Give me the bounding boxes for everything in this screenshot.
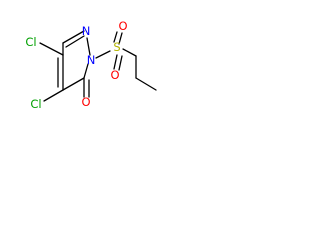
bond-c3-c4 xyxy=(62,77,85,91)
atom-cl-top: Cl xyxy=(25,35,36,49)
bond-s-o-bottom-double xyxy=(118,55,123,71)
bond-c5-cl xyxy=(39,42,64,56)
bond-c2-c3-propyl xyxy=(135,77,157,91)
molecule-structure: N N S O O O Cl Cl xyxy=(25,19,157,111)
atom-cl-bottom: Cl xyxy=(30,97,41,111)
atom-n1: N xyxy=(82,24,91,38)
bonds xyxy=(39,30,157,102)
bond-c6-n1 xyxy=(62,30,85,44)
atom-o-sulfonyl-bottom: O xyxy=(110,68,119,82)
bond-s-o-top xyxy=(113,31,118,43)
bond-s-c1 xyxy=(122,48,137,57)
atom-n2: N xyxy=(87,53,96,67)
bond-n1-n2 xyxy=(86,37,91,56)
atom-o-carbonyl: O xyxy=(81,95,90,109)
bond-s-o-bottom xyxy=(113,54,118,70)
bond-n2-c3 xyxy=(83,63,89,79)
bond-n2-s xyxy=(95,50,111,59)
atom-labels: N N S O O O Cl Cl xyxy=(25,19,127,111)
bond-c4-cl xyxy=(43,89,64,102)
atom-o-sulfonyl-top: O xyxy=(118,19,127,33)
bond-s-o-top-double xyxy=(118,32,123,45)
bond-c6-n1-double xyxy=(65,35,85,48)
atom-s: S xyxy=(113,40,120,54)
